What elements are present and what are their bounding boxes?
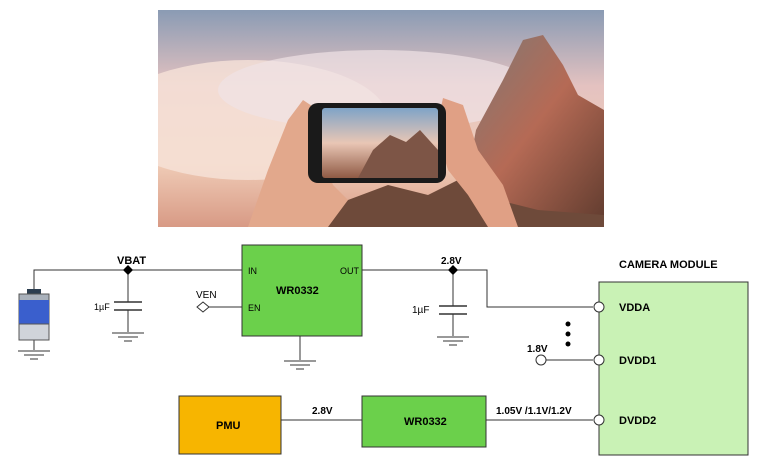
- ldo-top-pin-en: EN: [248, 303, 261, 313]
- ldo-top-name: WR0332: [276, 285, 319, 297]
- vbat-label: VBAT: [117, 255, 146, 267]
- wire-2v8: [362, 269, 593, 308]
- pin-dvdd2-icon: [593, 414, 605, 426]
- photo-hands-holding-phone-mountains: [158, 10, 604, 227]
- dvdd1-net-label: 1.8V: [527, 344, 548, 355]
- ldo-top-pin-out: OUT: [340, 266, 360, 276]
- wires: [33, 269, 593, 421]
- pin-dvdd2-label: DVDD2: [619, 415, 656, 427]
- ldo-bottom-name: WR0332: [404, 416, 447, 428]
- ven-label: VEN: [196, 290, 217, 301]
- ground-icon: [112, 332, 144, 342]
- capacitor-plates: [114, 301, 467, 315]
- ellipsis-dot-icon: [565, 331, 571, 337]
- pmu-block: [178, 395, 282, 455]
- ldo-bottom-output-net: 1.05V /1.1V/1.2V: [496, 406, 572, 417]
- ellipsis-dot-icon: [565, 321, 571, 327]
- ground-icon: [18, 350, 50, 360]
- pin-vdda-label: VDDA: [619, 302, 650, 314]
- camera-module-title: CAMERA MODULE: [619, 259, 718, 271]
- ldo-top-pin-in: IN: [248, 266, 257, 276]
- capacitor-c1-value: 1µF: [94, 302, 110, 312]
- capacitor-c2-value: 1µF: [412, 305, 429, 316]
- junction-2v8-icon: [448, 265, 458, 275]
- pmu-name: PMU: [216, 420, 241, 432]
- ground-icon: [284, 360, 316, 370]
- photo-mountain-foreground: [308, 180, 604, 227]
- photo-left-hand: [248, 100, 348, 227]
- ground-icon: [437, 336, 469, 346]
- ellipsis-dot-icon: [565, 341, 571, 347]
- input-ven-icon: [196, 301, 210, 313]
- ground-symbols: [18, 332, 469, 370]
- photo-right-hand: [436, 98, 518, 227]
- ldo-top-output-net: 2.8V: [441, 256, 462, 267]
- wire-vbat: [33, 269, 242, 294]
- pin-dvdd1-label: DVDD1: [619, 355, 656, 367]
- battery-icon: [18, 289, 50, 341]
- junction-vbat-icon: [123, 265, 133, 275]
- ldo-bottom-block: [361, 395, 487, 448]
- pmu-output-net: 2.8V: [312, 406, 333, 417]
- pin-vdda-icon: [593, 301, 605, 313]
- ldo-top-block: [241, 244, 363, 337]
- photo-screen-mountain: [358, 130, 438, 178]
- camera-module-block: [598, 281, 749, 456]
- input-1v8-icon: [535, 354, 547, 366]
- pin-dvdd1-icon: [593, 354, 605, 366]
